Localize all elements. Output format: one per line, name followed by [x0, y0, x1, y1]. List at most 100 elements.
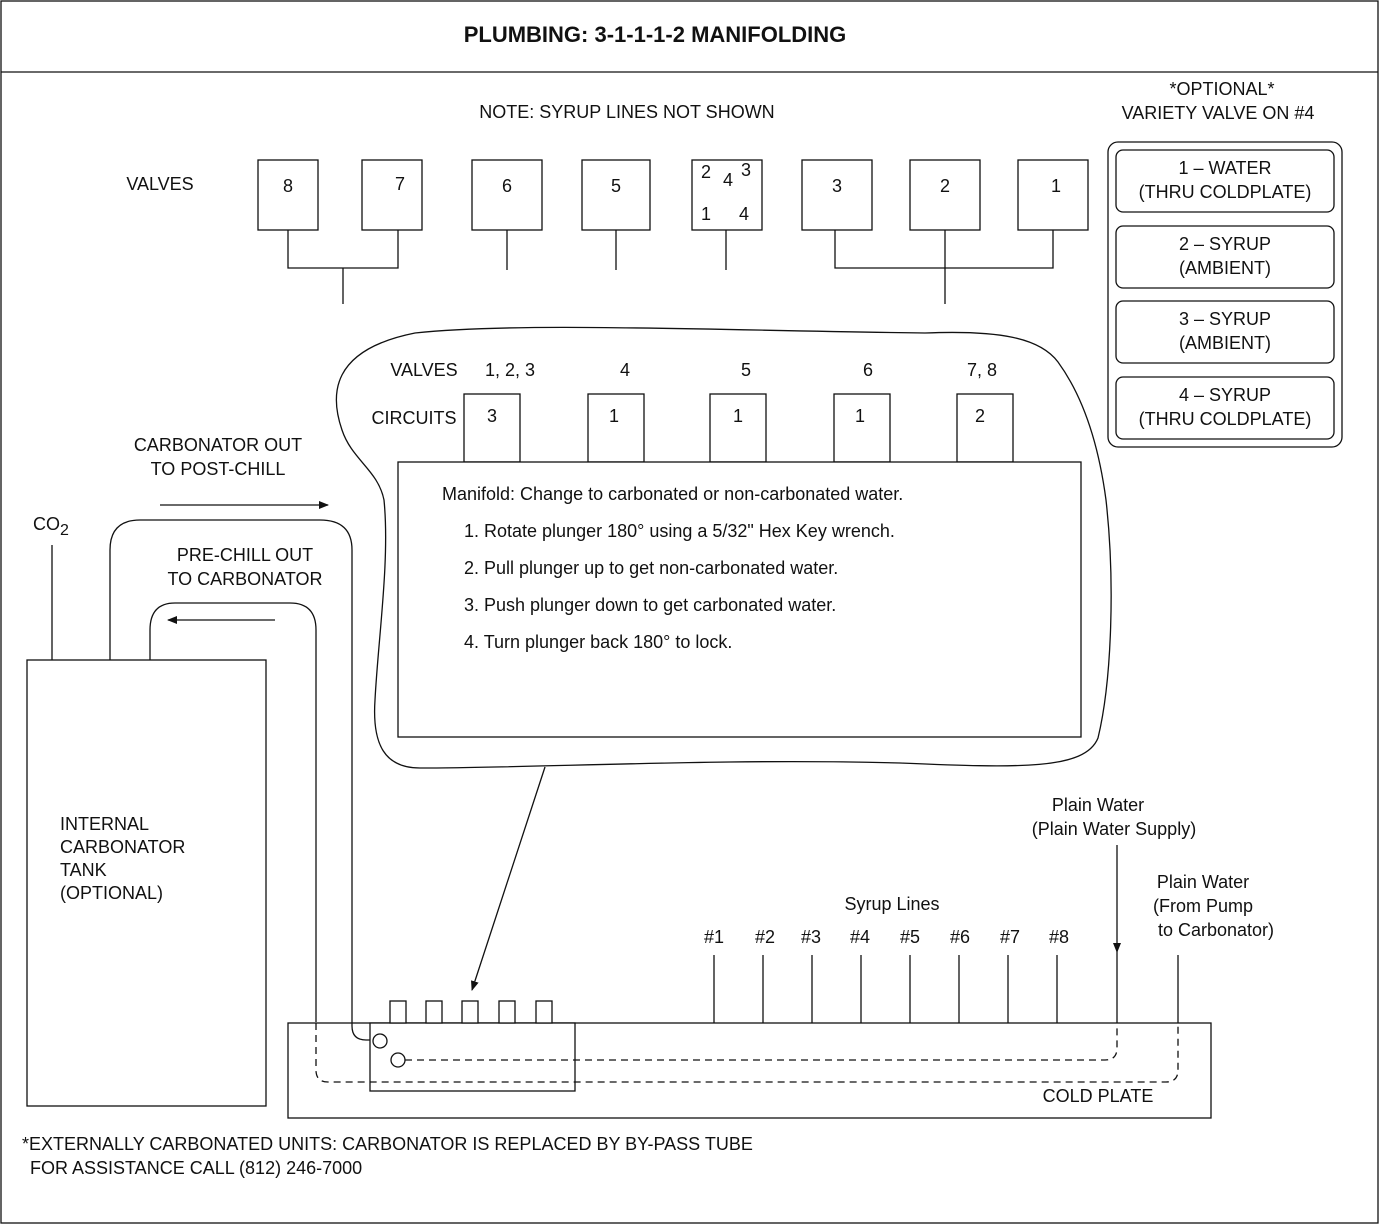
- co2-label: CO2: [33, 514, 69, 539]
- valve-6: 6: [471, 159, 543, 231]
- co2-subscript: 2: [60, 522, 69, 539]
- circuit-3-count: 1: [733, 406, 743, 426]
- manifold-inlet-circle-1: [372, 1033, 388, 1049]
- valve-4-variety: 2 4 3 1 4: [691, 159, 763, 231]
- footer-line-2: FOR ASSISTANCE CALL (812) 246-7000: [30, 1158, 362, 1178]
- syrup-lines-label: Syrup Lines: [844, 894, 939, 914]
- carbonator-out-line1: CARBONATOR OUT: [134, 435, 302, 455]
- page-title: PLUMBING: 3-1-1-1-2 MANIFOLDING: [464, 22, 847, 47]
- syrup-line-6-label: #6: [950, 927, 970, 947]
- carbonator-out-line2: TO POST-CHILL: [151, 459, 286, 479]
- circuit-2-count: 1: [609, 406, 619, 426]
- manifold-port-4: [498, 1000, 516, 1024]
- syrup-lines-note: NOTE: SYRUP LINES NOT SHOWN: [479, 102, 774, 122]
- valve-group-5: 5: [741, 360, 751, 380]
- plain-water-dashed-path: [405, 1023, 1118, 1061]
- valve-4-tr: 3: [741, 160, 751, 180]
- variety-item-2: 2 – SYRUP (AMBIENT): [1115, 225, 1335, 289]
- circuit-block-3: 1: [709, 393, 767, 463]
- valve-6-label: 6: [502, 176, 512, 196]
- circuit-block-4: 1: [833, 393, 891, 463]
- plain-water-supply-line2: (Plain Water Supply): [1032, 819, 1196, 839]
- valve-4-tl: 2: [701, 162, 711, 182]
- valve-group-7-8: 7, 8: [967, 360, 997, 380]
- variety-item-4: 4 – SYRUP (THRU COLDPLATE): [1115, 376, 1335, 440]
- cold-plate: [287, 1022, 1212, 1119]
- plain-water-pump-line3: to Carbonator): [1158, 920, 1274, 940]
- valve-4-br: 4: [739, 204, 749, 224]
- valve-7: 7: [361, 159, 423, 231]
- valve-8: 8: [257, 159, 319, 231]
- valves-label: VALVES: [126, 174, 193, 194]
- circuit-1-count: 3: [487, 406, 497, 426]
- carbonator-out-tube: [109, 519, 374, 1041]
- syrup-line-2-label: #2: [755, 927, 775, 947]
- tank-line-1: INTERNAL: [60, 814, 149, 834]
- valve-4-tc: 4: [723, 170, 733, 190]
- plain-water-pump-line2: (From Pump: [1153, 896, 1253, 916]
- manifold-port-2: [425, 1000, 443, 1024]
- valve-2-label: 2: [940, 176, 950, 196]
- manifold-port-1: [389, 1000, 407, 1024]
- syrup-line-1-label: #1: [704, 927, 724, 947]
- optional-title: *OPTIONAL*: [1169, 79, 1274, 99]
- tank-line-4: (OPTIONAL): [60, 883, 163, 903]
- valve-2: 2: [909, 159, 981, 231]
- variety-valve-panel: [1107, 141, 1343, 448]
- circuit-block-1: 3: [463, 393, 521, 463]
- syrup-line-3-label: #3: [801, 927, 821, 947]
- syrup-line-7-label: #7: [1000, 927, 1020, 947]
- manifold-inlet-circle-2: [390, 1052, 406, 1068]
- valve-7-label: 7: [395, 174, 405, 194]
- prechill-out-line2: TO CARBONATOR: [167, 569, 322, 589]
- valve-group-4: 4: [620, 360, 630, 380]
- plain-water-supply-line1: Plain Water: [1052, 795, 1144, 815]
- variety-item-1: 1 – WATER (THRU COLDPLATE): [1115, 149, 1335, 213]
- valve-5-label: 5: [611, 176, 621, 196]
- manifold-step-4: 4. Turn plunger back 180° to lock.: [464, 632, 732, 652]
- valve-4-bl: 1: [701, 204, 711, 224]
- manifold-step-1: 1. Rotate plunger 180° using a 5/32" Hex…: [464, 521, 895, 541]
- variety-item-3: 3 – SYRUP (AMBIENT): [1115, 300, 1335, 364]
- manifold-step-2: 2. Pull plunger up to get non-carbonated…: [464, 558, 838, 578]
- valves-3-2-1-connector: [834, 230, 1054, 304]
- manifold-step-3: 3. Push plunger down to get carbonated w…: [464, 595, 836, 615]
- valve-3-label: 3: [832, 176, 842, 196]
- cold-plate-label: COLD PLATE: [1043, 1086, 1154, 1106]
- manifold-port-3: [461, 1000, 479, 1024]
- manifold-callout-outline: [335, 326, 1112, 769]
- plain-water-pump-line1: Plain Water: [1157, 872, 1249, 892]
- tank-line-3: TANK: [60, 860, 107, 880]
- manifold-circuits-label: CIRCUITS: [372, 408, 457, 428]
- variety-item-3-line1: 3 – SYRUP: [1179, 309, 1271, 329]
- valve-8-label: 8: [283, 176, 293, 196]
- variety-item-1-line2: (THRU COLDPLATE): [1139, 182, 1312, 202]
- syrup-line-8-label: #8: [1049, 927, 1069, 947]
- variety-item-4-line2: (THRU COLDPLATE): [1139, 409, 1312, 429]
- valve-5: 5: [581, 159, 651, 231]
- optional-subtitle: VARIETY VALVE ON #4: [1122, 103, 1315, 123]
- manifold-body: [397, 461, 1082, 738]
- callout-pointer-arrow: [470, 766, 546, 991]
- syrup-line-4-label: #4: [850, 927, 870, 947]
- valve-group-6: 6: [863, 360, 873, 380]
- valve-1: 1: [1017, 159, 1089, 231]
- circuit-block-2: 1: [587, 393, 645, 463]
- valve-1-label: 1: [1051, 176, 1061, 196]
- circuit-block-5: 2: [956, 393, 1014, 463]
- carbonator-tank: [26, 659, 267, 1107]
- manifold-valves-label: VALVES: [390, 360, 457, 380]
- tank-line-2: CARBONATOR: [60, 837, 185, 857]
- pump-water-dashed-path: [315, 1023, 1179, 1083]
- prechill-out-line1: PRE-CHILL OUT: [177, 545, 313, 565]
- variety-item-3-line2: (AMBIENT): [1179, 333, 1271, 353]
- manifold-heading: Manifold: Change to carbonated or non-ca…: [442, 484, 903, 504]
- prechill-out-tube: [149, 602, 317, 1022]
- variety-item-4-line1: 4 – SYRUP: [1179, 385, 1271, 405]
- variety-item-2-line1: 2 – SYRUP: [1179, 234, 1271, 254]
- valve-3: 3: [801, 159, 873, 231]
- footer-line-1: *EXTERNALLY CARBONATED UNITS: CARBONATOR…: [22, 1134, 753, 1154]
